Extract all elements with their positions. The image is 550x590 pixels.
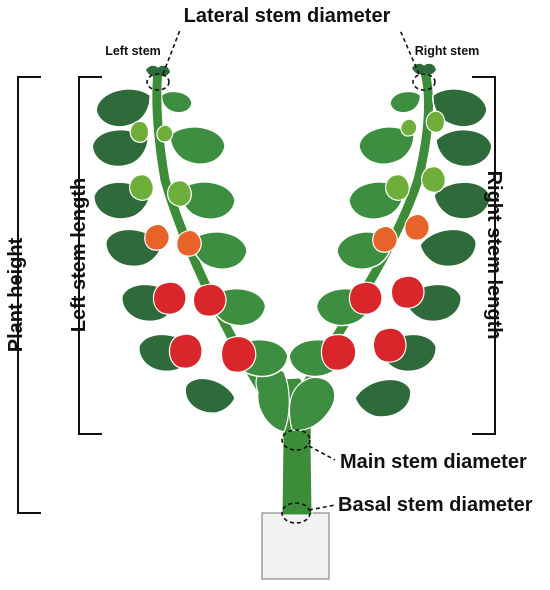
pot [261, 512, 330, 580]
right-stem-length-bracket [472, 76, 496, 435]
lateral-stem-diameter-label: Lateral stem diameter [184, 5, 391, 27]
basal-stem-diameter-marker [281, 502, 311, 524]
left-stem-label: Left stem [105, 44, 161, 58]
left-peppers [129, 120, 257, 373]
junction-leaf [288, 376, 336, 431]
left-stem-diameter-marker [146, 73, 170, 91]
right-stem-diameter-marker [412, 73, 436, 91]
lateral-leader-left [162, 29, 181, 75]
right-stem-length-label: Right stem length [483, 171, 505, 340]
main-stem-leader [308, 445, 336, 461]
main-stem-diameter-label: Main stem diameter [340, 451, 527, 473]
right-peppers [320, 110, 446, 371]
left-stem-length-label: Left stem length [68, 178, 90, 332]
lateral-leader-right [399, 29, 420, 75]
right-stem-label: Right stem [415, 44, 480, 58]
left-stem-length-bracket [78, 76, 102, 435]
plant-height-label: Plant height [5, 237, 27, 352]
plant-height-bracket [17, 76, 41, 514]
basal-stem-leader [308, 504, 336, 511]
left-stem-tip [146, 65, 170, 77]
basal-stem-diameter-label: Basal stem diameter [338, 494, 533, 516]
main-stem-diameter-marker [281, 429, 311, 451]
